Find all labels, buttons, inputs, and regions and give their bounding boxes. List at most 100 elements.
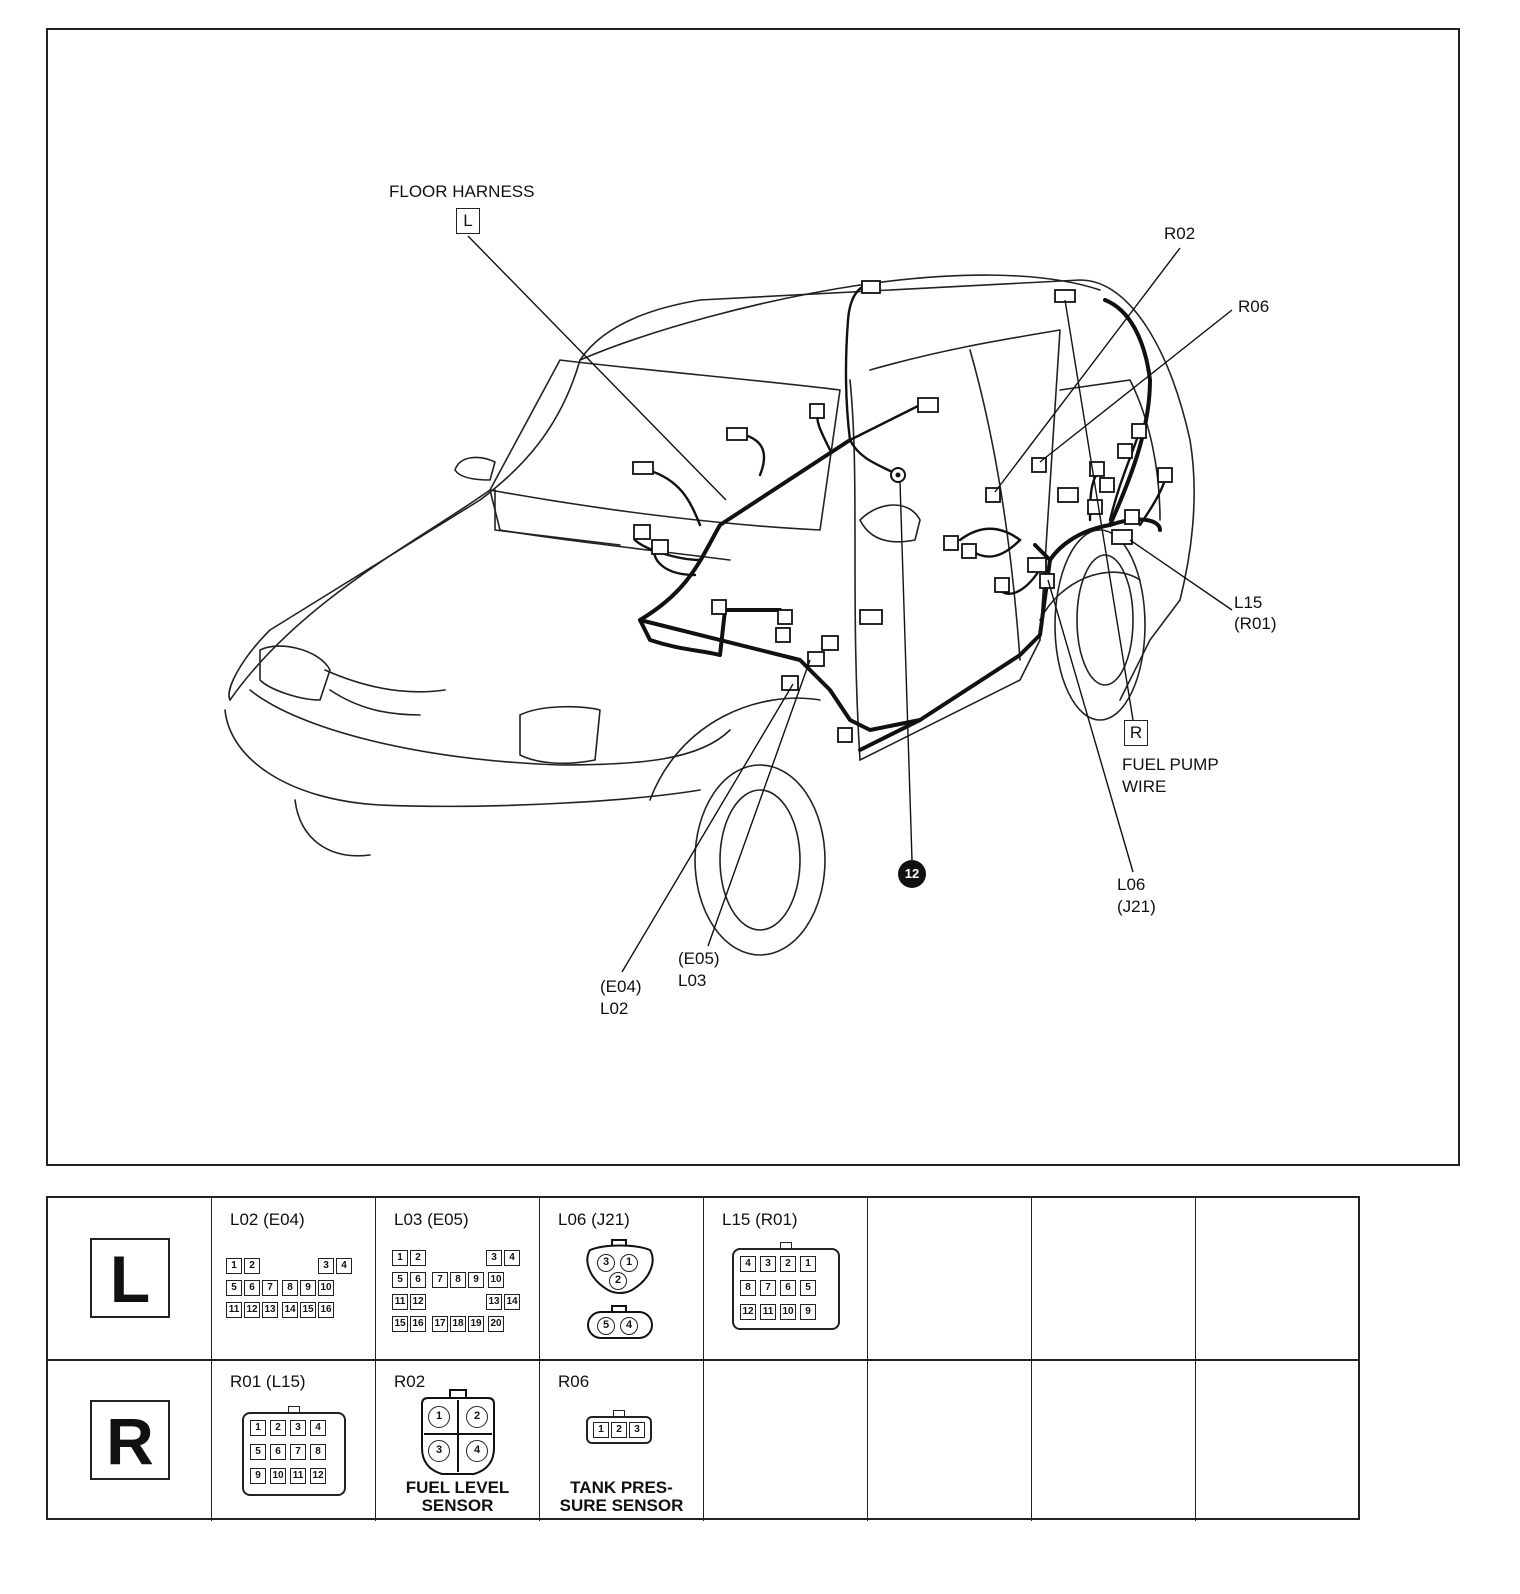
connector-pin: 11 [392, 1294, 408, 1310]
connector-pin: 12 [740, 1304, 756, 1320]
row-letter-cell: L [48, 1198, 212, 1359]
leader-fuel-pump [1064, 299, 1134, 721]
callout-l15-alt: (R01) [1234, 614, 1277, 633]
pin-5: 5 [597, 1317, 615, 1335]
connector-block [633, 524, 651, 540]
connector-pin: 2 [410, 1250, 426, 1266]
connector-block [726, 427, 748, 441]
connector-pin: 8 [282, 1280, 298, 1296]
connector-block [994, 577, 1010, 593]
front-wheel [694, 764, 826, 956]
connector-pin: 3 [318, 1258, 334, 1274]
caption-line-1: TANK PRES- [570, 1478, 673, 1497]
connector-pin: 7 [760, 1280, 776, 1296]
r02-connector-drawing [421, 1389, 495, 1475]
connector-block [1111, 529, 1133, 545]
connector-pin: 15 [392, 1316, 408, 1332]
connector-pin: 13 [486, 1294, 502, 1310]
empty-cell [1032, 1198, 1196, 1359]
connector-block [1117, 443, 1133, 459]
connector-block [807, 651, 825, 667]
connector-pin: 5 [392, 1272, 408, 1288]
connector-pin: 9 [468, 1272, 484, 1288]
empty-cell [868, 1360, 1032, 1521]
leader-l06 [1047, 579, 1134, 873]
pin-4: 4 [620, 1317, 638, 1335]
connector-pin: 9 [800, 1304, 816, 1320]
connector-pin: 4 [336, 1258, 352, 1274]
headlamp-left [259, 645, 331, 701]
connector-pin: 9 [300, 1280, 316, 1296]
callout-e04: (E04) [600, 977, 642, 996]
leader-ground [899, 481, 913, 861]
connector-pin: 1 [392, 1250, 408, 1266]
car-body-outline [228, 279, 1195, 701]
callout-l03: L03 [678, 971, 707, 990]
caption-line-2: SURE SENSOR [559, 1496, 684, 1515]
vehicle-harness-drawing [224, 235, 1233, 973]
connector-pin: 8 [450, 1272, 466, 1288]
pin-2: 2 [609, 1272, 627, 1290]
empty-cell [1032, 1360, 1196, 1521]
ground-number-badge: 12 [898, 860, 926, 888]
hood [229, 489, 731, 701]
connector-pin: 10 [488, 1272, 504, 1288]
pin-2: 2 [611, 1422, 627, 1438]
floor-harness-main [638, 438, 852, 657]
connector-title: R01 (L15) [230, 1372, 306, 1391]
connector-block [711, 599, 727, 615]
connector-caption: FUEL LEVEL SENSOR [376, 1479, 539, 1515]
headlamp-right [519, 705, 601, 765]
fuel-pump-label: FUEL PUMP [1122, 755, 1219, 774]
connector-title: R02 [394, 1372, 426, 1391]
connector-pin: 19 [468, 1316, 484, 1332]
connector-shell [242, 1412, 346, 1496]
caption-line-2: SENSOR [421, 1496, 494, 1515]
pin-2: 2 [466, 1406, 488, 1428]
leader-r02 [994, 247, 1181, 493]
connector-block [775, 627, 791, 643]
connector-block [985, 487, 1001, 503]
fuel-pump-code-box: R [1124, 720, 1148, 746]
connector-title: L03 (E05) [394, 1210, 469, 1229]
leader-floor-harness [467, 235, 727, 501]
connector-pin: 14 [504, 1294, 520, 1310]
floor-harness-code-box: L [456, 208, 480, 234]
connector-cell-r02: R02 1 2 3 4 FUEL LEVEL SENSOR [376, 1360, 540, 1521]
empty-cell [1196, 1198, 1360, 1359]
connector-pin: 6 [780, 1280, 796, 1296]
connector-pin: 12 [410, 1294, 426, 1310]
front-bumper [224, 709, 701, 808]
connector-block [861, 280, 881, 294]
connector-pin: 1 [250, 1420, 266, 1436]
connector-block [1131, 423, 1147, 439]
diagram-frame [46, 28, 1460, 1166]
connector-pin: 6 [270, 1444, 286, 1460]
connector-block [1057, 487, 1079, 503]
callout-l02: L02 [600, 999, 629, 1018]
connector-pin: 4 [504, 1250, 520, 1266]
connector-pin: 8 [740, 1280, 756, 1296]
connector-title: R06 [558, 1372, 590, 1391]
connector-block [1124, 509, 1140, 525]
connector-block [777, 609, 793, 625]
connector-pin: 16 [318, 1302, 334, 1318]
rear-wheel [1054, 529, 1146, 721]
connector-pin: 10 [270, 1468, 286, 1484]
connector-pin: 7 [290, 1444, 306, 1460]
connector-pin: 11 [226, 1302, 242, 1318]
grille [329, 689, 421, 716]
connector-pin: 6 [244, 1280, 260, 1296]
connector-pin: 5 [250, 1444, 266, 1460]
connector-pin: 6 [410, 1272, 426, 1288]
side-sill [859, 639, 1041, 761]
connector-pin: 18 [450, 1316, 466, 1332]
connector-pin: 17 [432, 1316, 448, 1332]
fuel-pump-label-2: WIRE [1122, 777, 1167, 796]
